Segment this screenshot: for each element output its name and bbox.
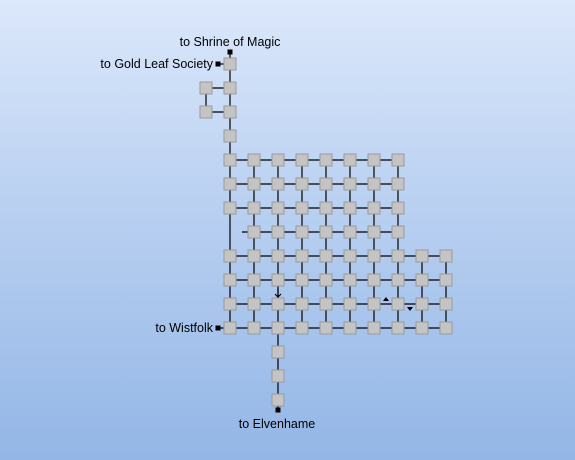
room-node-icon[interactable] bbox=[199, 105, 213, 119]
room-node-icon[interactable] bbox=[223, 57, 237, 71]
room-node-icon[interactable] bbox=[367, 297, 381, 311]
room-node-icon[interactable] bbox=[199, 81, 213, 95]
room-node-icon[interactable] bbox=[271, 297, 285, 311]
room-node-icon[interactable] bbox=[247, 321, 261, 335]
room-node-icon[interactable] bbox=[247, 249, 261, 263]
room-node-icon[interactable] bbox=[295, 201, 309, 215]
room-node-icon[interactable] bbox=[247, 201, 261, 215]
exit-marker-icon[interactable] bbox=[275, 407, 281, 413]
room-node-icon[interactable] bbox=[271, 393, 285, 407]
room-node-icon[interactable] bbox=[223, 297, 237, 311]
room-node-icon[interactable] bbox=[415, 297, 429, 311]
room-node-icon[interactable] bbox=[367, 249, 381, 263]
room-node-icon[interactable] bbox=[439, 249, 453, 263]
room-node-icon[interactable] bbox=[391, 297, 405, 311]
room-node-icon[interactable] bbox=[271, 321, 285, 335]
room-node-icon[interactable] bbox=[319, 201, 333, 215]
room-node-icon[interactable] bbox=[247, 225, 261, 239]
room-node-icon[interactable] bbox=[391, 273, 405, 287]
room-node-icon[interactable] bbox=[295, 249, 309, 263]
room-node-icon[interactable] bbox=[391, 249, 405, 263]
room-node-icon[interactable] bbox=[415, 321, 429, 335]
room-node-icon[interactable] bbox=[367, 177, 381, 191]
room-node-icon[interactable] bbox=[319, 153, 333, 167]
room-node-icon[interactable] bbox=[343, 249, 357, 263]
room-node-icon[interactable] bbox=[295, 321, 309, 335]
room-node-icon[interactable] bbox=[367, 321, 381, 335]
room-node-icon[interactable] bbox=[319, 225, 333, 239]
room-node-icon[interactable] bbox=[247, 297, 261, 311]
room-node-icon[interactable] bbox=[271, 369, 285, 383]
room-node-icon[interactable] bbox=[319, 177, 333, 191]
room-node-icon[interactable] bbox=[343, 273, 357, 287]
room-node-icon[interactable] bbox=[295, 153, 309, 167]
room-node-icon[interactable] bbox=[223, 273, 237, 287]
room-node-icon[interactable] bbox=[343, 177, 357, 191]
room-node-icon[interactable] bbox=[223, 105, 237, 119]
room-node-icon[interactable] bbox=[247, 153, 261, 167]
room-node-icon[interactable] bbox=[223, 201, 237, 215]
room-node-icon[interactable] bbox=[271, 225, 285, 239]
room-node-icon[interactable] bbox=[415, 249, 429, 263]
room-node-icon[interactable] bbox=[271, 201, 285, 215]
room-node-icon[interactable] bbox=[343, 153, 357, 167]
room-node-icon[interactable] bbox=[247, 273, 261, 287]
room-node-icon[interactable] bbox=[223, 153, 237, 167]
room-node-icon[interactable] bbox=[271, 177, 285, 191]
room-node-icon[interactable] bbox=[391, 225, 405, 239]
exit-label-wistfolk[interactable]: to Wistfolk bbox=[155, 321, 213, 335]
room-node-icon[interactable] bbox=[223, 249, 237, 263]
exit-label-elvenhame[interactable]: to Elvenhame bbox=[239, 417, 315, 431]
exit-marker-icon[interactable] bbox=[215, 325, 221, 331]
room-node-icon[interactable] bbox=[271, 273, 285, 287]
room-node-icon[interactable] bbox=[223, 177, 237, 191]
arrow-down-icon bbox=[407, 307, 413, 311]
room-node-icon[interactable] bbox=[343, 201, 357, 215]
map-rooms bbox=[199, 57, 453, 407]
room-node-icon[interactable] bbox=[367, 225, 381, 239]
room-node-icon[interactable] bbox=[247, 177, 261, 191]
room-node-icon[interactable] bbox=[439, 273, 453, 287]
room-node-icon[interactable] bbox=[295, 225, 309, 239]
room-node-icon[interactable] bbox=[391, 177, 405, 191]
room-node-icon[interactable] bbox=[343, 225, 357, 239]
room-node-icon[interactable] bbox=[343, 297, 357, 311]
room-node-icon[interactable] bbox=[223, 81, 237, 95]
room-node-icon[interactable] bbox=[271, 249, 285, 263]
room-node-icon[interactable] bbox=[415, 273, 429, 287]
map-markers bbox=[215, 49, 413, 413]
room-node-icon[interactable] bbox=[391, 321, 405, 335]
room-node-icon[interactable] bbox=[319, 249, 333, 263]
room-node-icon[interactable] bbox=[439, 297, 453, 311]
room-node-icon[interactable] bbox=[223, 321, 237, 335]
room-node-icon[interactable] bbox=[223, 129, 237, 143]
exit-marker-icon[interactable] bbox=[215, 61, 221, 67]
exit-label-shrine-of-magic[interactable]: to Shrine of Magic bbox=[180, 35, 281, 49]
room-node-icon[interactable] bbox=[319, 297, 333, 311]
room-node-icon[interactable] bbox=[295, 297, 309, 311]
room-node-icon[interactable] bbox=[343, 321, 357, 335]
room-node-icon[interactable] bbox=[439, 321, 453, 335]
room-node-icon[interactable] bbox=[319, 321, 333, 335]
room-node-icon[interactable] bbox=[295, 177, 309, 191]
room-node-icon[interactable] bbox=[295, 273, 309, 287]
room-node-icon[interactable] bbox=[271, 345, 285, 359]
exit-label-gold-leaf-society[interactable]: to Gold Leaf Society bbox=[100, 57, 213, 71]
room-node-icon[interactable] bbox=[367, 273, 381, 287]
room-node-icon[interactable] bbox=[367, 153, 381, 167]
arrow-up-icon bbox=[383, 297, 389, 301]
room-node-icon[interactable] bbox=[319, 273, 333, 287]
room-node-icon[interactable] bbox=[391, 153, 405, 167]
arrow-down-icon bbox=[274, 293, 282, 298]
room-node-icon[interactable] bbox=[391, 201, 405, 215]
room-node-icon[interactable] bbox=[271, 153, 285, 167]
exit-marker-icon[interactable] bbox=[227, 49, 233, 55]
room-node-icon[interactable] bbox=[367, 201, 381, 215]
